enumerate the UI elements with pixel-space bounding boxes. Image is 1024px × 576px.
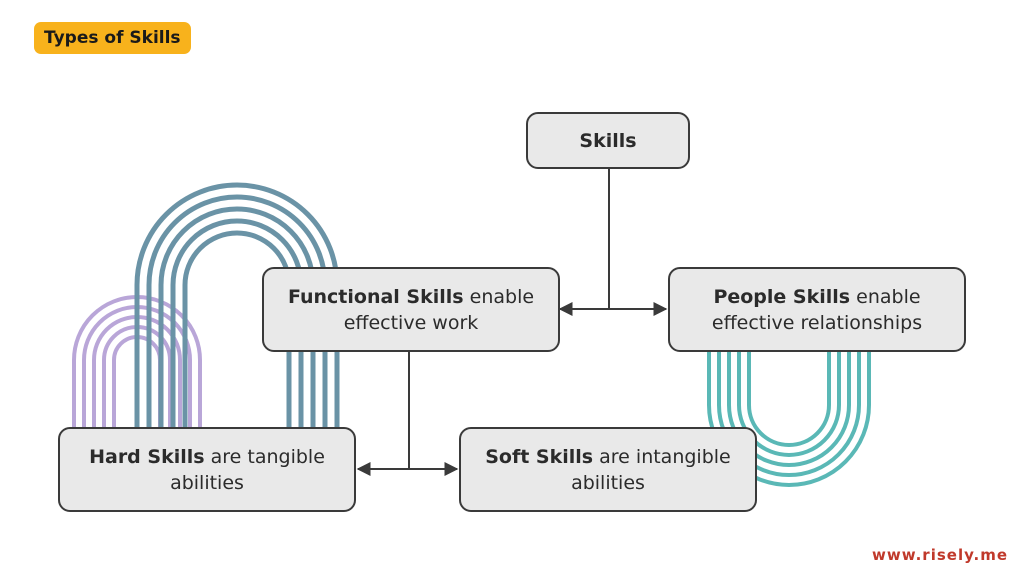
node-hard-bold: Hard Skills <box>89 445 205 468</box>
node-soft-bold: Soft Skills <box>485 445 594 468</box>
node-hard-skills: Hard Skills are tangible abilities <box>58 427 356 512</box>
node-soft-skills: Soft Skills are intangible abilities <box>459 427 757 512</box>
connector-lines <box>356 169 668 476</box>
node-functional-bold: Functional Skills <box>287 285 464 308</box>
node-skills: Skills <box>526 112 690 169</box>
slate-arch-decoration <box>134 182 340 430</box>
node-hard-desc: are tangible abilities <box>170 445 325 494</box>
node-people-bold: People Skills <box>713 285 851 308</box>
node-functional-desc: enable effective work <box>343 285 535 334</box>
footer-website-link[interactable]: www.risely.me <box>872 546 1008 564</box>
node-people-desc: enable effective relationships <box>711 285 923 334</box>
node-functional-skills: Functional Skills enable effective work <box>262 267 560 352</box>
node-soft-desc: are intangible abilities <box>571 445 731 494</box>
node-people-skills: People Skills enable effective relations… <box>668 267 966 352</box>
diagram-title-tag: Types of Skills <box>34 22 191 54</box>
node-skills-label: Skills <box>579 129 637 152</box>
